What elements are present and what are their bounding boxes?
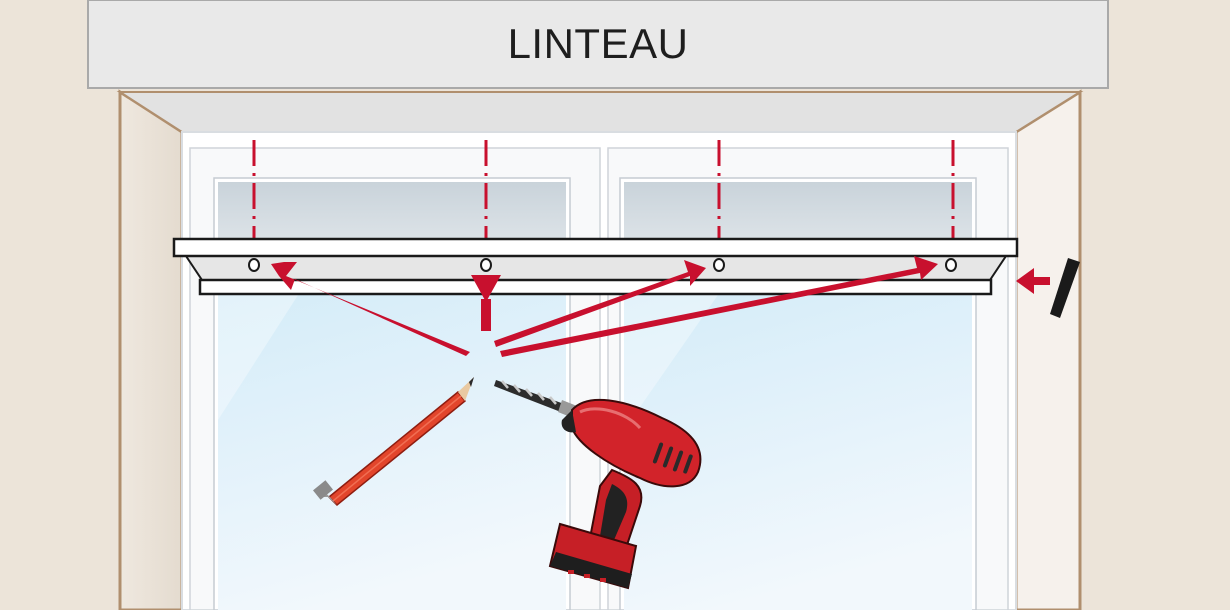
mounting-hole [480, 258, 492, 272]
level-marker-icon [1050, 258, 1080, 318]
arrow-shaft [481, 299, 491, 331]
arrow-icon [1016, 268, 1050, 294]
arrow-icon [494, 260, 706, 347]
pencil-icon [313, 377, 474, 507]
curtain-rail [172, 237, 1019, 296]
drill-bit-icon [494, 380, 582, 420]
window-reveal [116, 89, 1084, 610]
mounting-hole [945, 258, 957, 272]
arrow-icon [471, 275, 501, 302]
arrows [271, 256, 1050, 357]
arrow-icon [500, 256, 938, 357]
marking-lines [252, 140, 955, 252]
lintel-block [87, 0, 1109, 89]
mounting-holes [248, 258, 957, 272]
mounting-hole [248, 258, 260, 272]
drill-icon [548, 398, 702, 590]
lintel-label: LINTEAU [507, 20, 689, 67]
arrow-icon [271, 262, 470, 356]
mounting-hole [713, 258, 725, 272]
